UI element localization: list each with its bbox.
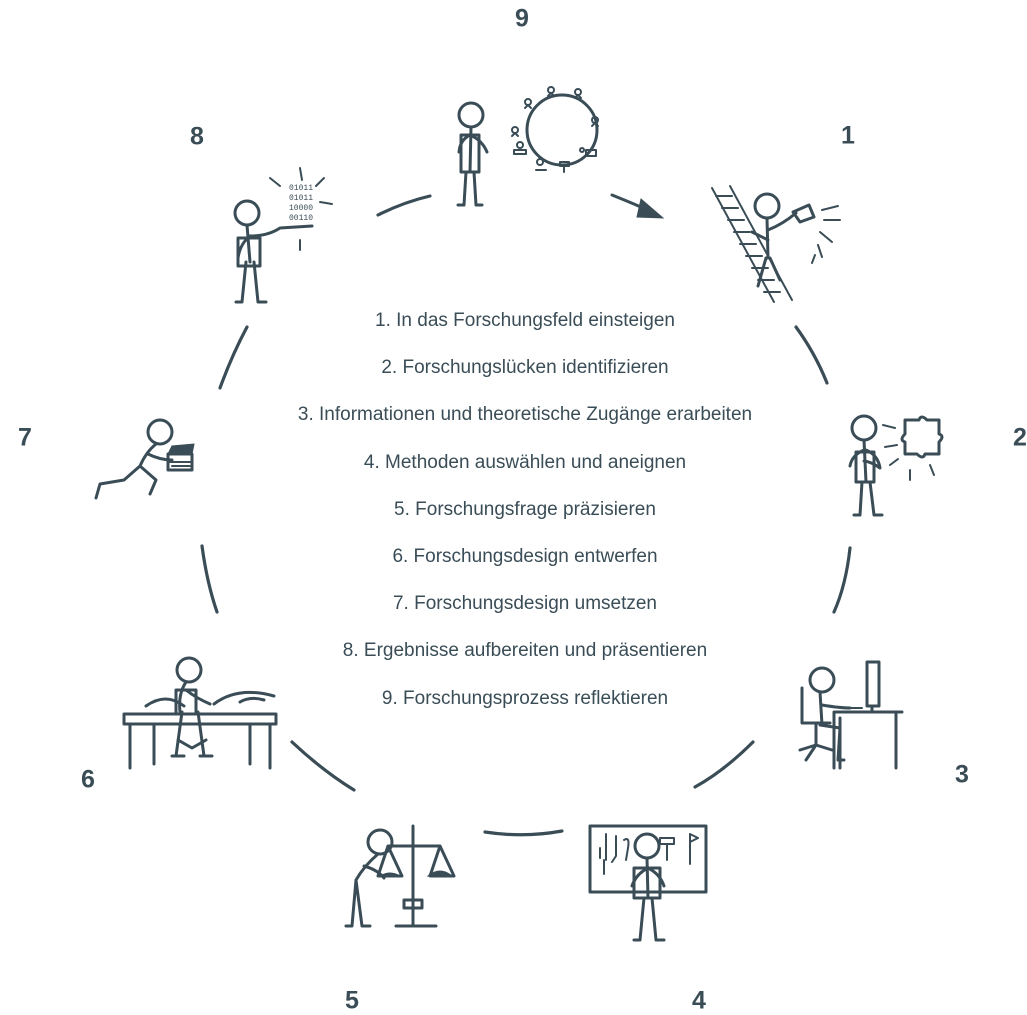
puzzle-thinking-person-icon: [848, 414, 944, 517]
cycle-number-6: 6: [81, 765, 95, 794]
cycle-number-2: 2: [1013, 423, 1027, 452]
step-item: 2. Forschungslücken identifizieren: [381, 357, 669, 379]
binary-line: 00110: [289, 214, 313, 223]
cycle-arc: [794, 325, 829, 385]
cycle-arc: [290, 740, 356, 792]
cycle-arc: [218, 325, 249, 390]
cycle-arc: [376, 194, 432, 217]
cycle-number-3: 3: [955, 760, 969, 789]
cycle-arc: [832, 546, 852, 614]
direction-arrow-icon: [610, 193, 665, 219]
cycle-number-1: 1: [841, 121, 855, 150]
climbing-ladder-flashlight-icon: [711, 185, 841, 303]
step-item: 5. Forschungsfrage präzisieren: [394, 498, 656, 520]
cycle-number-9: 9: [515, 4, 529, 33]
binary-line: 01011: [289, 184, 313, 193]
step-list: 1. In das Forschungsfeld einsteigen 2. F…: [200, 306, 850, 731]
cycle-number-7: 7: [18, 423, 32, 452]
desk-computer-person-icon: [798, 660, 904, 770]
step-item: 4. Methoden auswählen und aneignen: [363, 451, 687, 473]
step-item: 8. Ergebnisse aufbereiten und präsentier…: [342, 640, 708, 662]
cycle-arcs: [200, 194, 852, 837]
tool-wall-person-icon: [588, 824, 708, 942]
cycle-number-4: 4: [692, 986, 706, 1015]
step-item: 7. Forschungsdesign umsetzen: [392, 593, 658, 615]
reflecting-person-icon: [456, 86, 599, 207]
drafting-desk-person-icon: [122, 656, 278, 770]
cycle-arc: [200, 544, 219, 614]
step-item: 9. Forschungsprozess reflektieren: [381, 687, 669, 709]
cycle-arc: [693, 740, 755, 789]
binary-line: 10000: [289, 204, 313, 213]
binary-tray-presenter-icon: 01011 01011 10000 00110: [233, 167, 333, 304]
step-item: 1. In das Forschungsfeld einsteigen: [375, 310, 675, 331]
step-item: 3. Informationen und theoretische Zugäng…: [297, 404, 753, 426]
clapperboard-running-person-icon: [94, 418, 195, 500]
cycle-arc: [483, 829, 564, 837]
binary-line: 01011: [289, 194, 313, 203]
step-item: 6. Forschungsdesign entwerfen: [392, 545, 658, 567]
scale-weighing-person-icon: [344, 824, 456, 928]
cycle-number-8: 8: [190, 122, 204, 151]
cycle-number-5: 5: [345, 986, 359, 1015]
